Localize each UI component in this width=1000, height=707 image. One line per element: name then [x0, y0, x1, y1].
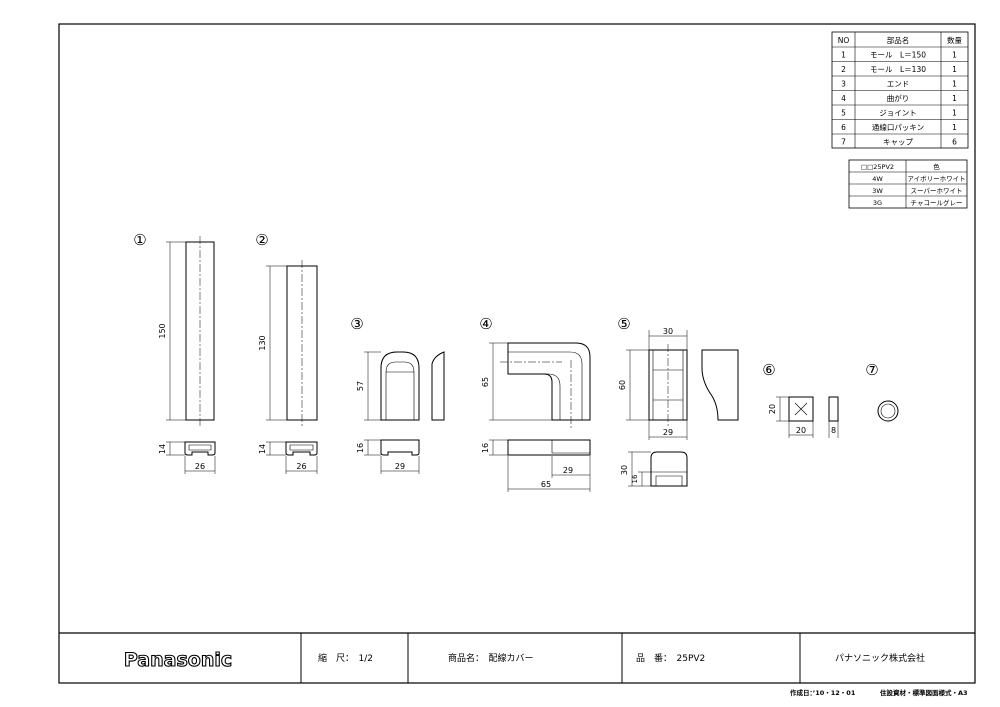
- part-marker-4: ④: [479, 315, 492, 333]
- parts-row-no: 2: [841, 65, 846, 74]
- part-marker-7: ⑦: [865, 361, 878, 379]
- dim-part1-width: 26: [195, 462, 205, 471]
- parts-row-name: 通線口パッキン: [872, 122, 924, 132]
- dim-part5-length: 60: [618, 380, 627, 390]
- brand-logo: Panasonic: [123, 648, 232, 671]
- parts-table-header-name: 部品名: [887, 35, 910, 45]
- color-row-code: 4W: [872, 175, 883, 183]
- parts-row-name: キャップ: [883, 138, 913, 147]
- scale-text: 縮 尺： 1/2: [318, 652, 373, 664]
- color-row-code: 3W: [872, 187, 883, 195]
- color-row-name: チャコールグレー: [911, 198, 963, 207]
- dim-part2-length: 130: [258, 335, 267, 350]
- parts-table-header-no: NO: [838, 36, 850, 45]
- dim-part1-height: 14: [158, 444, 167, 454]
- parts-row-name: ジョイント: [879, 109, 917, 118]
- dim-part1-length: 150: [158, 323, 167, 338]
- dim-part5-length2: 30: [620, 465, 629, 475]
- color-table-header-color: 色: [933, 162, 940, 171]
- color-row-name: アイボリーホワイト: [907, 175, 965, 183]
- parts-row-qty: 6: [952, 138, 957, 147]
- parts-row-name: モール L＝150: [870, 51, 926, 60]
- parts-row-qty: 1: [952, 94, 957, 103]
- created-date-text: 作成日：’10・12・01: [790, 688, 856, 697]
- dim-part2-width: 26: [296, 462, 306, 471]
- dim-part4-length: 65: [481, 377, 490, 387]
- product-name-text: 商品名： 配線カバー: [448, 652, 534, 664]
- parts-row-no: 4: [841, 94, 846, 103]
- parts-row-name: モール L＝130: [870, 65, 926, 74]
- brand-logo-text: Panasonic: [124, 649, 232, 671]
- dim-part6-height: 20: [768, 404, 777, 414]
- color-row-code: 3G: [873, 199, 882, 207]
- part-marker-6: ⑥: [762, 361, 775, 379]
- standard-format-text: 住設資材・標準図面様式・A3: [880, 688, 968, 697]
- color-row-name: スーパーホワイト: [911, 187, 963, 195]
- parts-row-no: 3: [841, 80, 846, 89]
- part-6-packing: 20 20 8: [768, 396, 839, 438]
- dim-part4-width: 29: [563, 466, 573, 475]
- color-table: □□25PV2 色 4W アイボリーホワイト 3W スーパーホワイト 3G チャ…: [848, 159, 968, 209]
- parts-row-qty: 1: [952, 65, 957, 74]
- parts-table: NO 部品名 数量 1 モール L＝150 1 2 モール L＝130 1 3 …: [831, 31, 969, 149]
- parts-row-no: 5: [841, 109, 846, 118]
- dim-part2-height: 14: [258, 444, 267, 454]
- part-4-bend: 65 16 29 65: [481, 342, 591, 492]
- company-name-text: パナソニック株式会社: [835, 652, 925, 664]
- parts-row-name: 曲がり: [887, 93, 910, 103]
- part-7-cap: [877, 400, 899, 422]
- dim-part4-height: 16: [481, 443, 490, 453]
- dim-part3-height: 16: [356, 443, 365, 453]
- part-2-mole-130: 130 14 26: [258, 260, 318, 474]
- dim-part6-thickness: 8: [831, 426, 836, 435]
- parts-row-qty: 1: [952, 80, 957, 89]
- parts-row-no: 1: [841, 51, 846, 60]
- parts-row-qty: 1: [952, 51, 957, 60]
- parts-row-qty: 1: [952, 109, 957, 118]
- part-marker-2: ②: [255, 231, 268, 249]
- dim-part4-total: 65: [541, 480, 551, 489]
- part-marker-3: ③: [350, 315, 363, 333]
- parts-row-no: 6: [841, 123, 846, 132]
- part-5-joint: 30 60 29 30 16: [618, 327, 739, 487]
- dim-part5-top: 30: [663, 327, 673, 336]
- color-table-header-code: □□25PV2: [861, 163, 894, 171]
- parts-table-header-qty: 数量: [947, 35, 962, 45]
- part-marker-1: ①: [133, 231, 146, 249]
- dim-part5-height: 16: [631, 474, 639, 483]
- dim-part3-length: 57: [356, 381, 365, 391]
- sheet-border: [58, 23, 976, 684]
- parts-row-no: 7: [841, 138, 846, 147]
- model-number-text: 品 番： 25PV2: [636, 652, 705, 664]
- part-markers: ① ② ③ ④ ⑤ ⑥ ⑦: [133, 231, 878, 379]
- part-3-end: 57 16 29: [356, 351, 445, 474]
- part-1-mole-150: 150 14 26: [158, 236, 216, 474]
- dim-part6-width: 20: [796, 426, 806, 435]
- dim-part3-width: 29: [395, 462, 405, 471]
- part-marker-5: ⑤: [617, 315, 630, 333]
- dim-part5-width: 29: [663, 428, 673, 437]
- parts-row-name: エンド: [887, 80, 910, 89]
- parts-row-qty: 1: [952, 123, 957, 132]
